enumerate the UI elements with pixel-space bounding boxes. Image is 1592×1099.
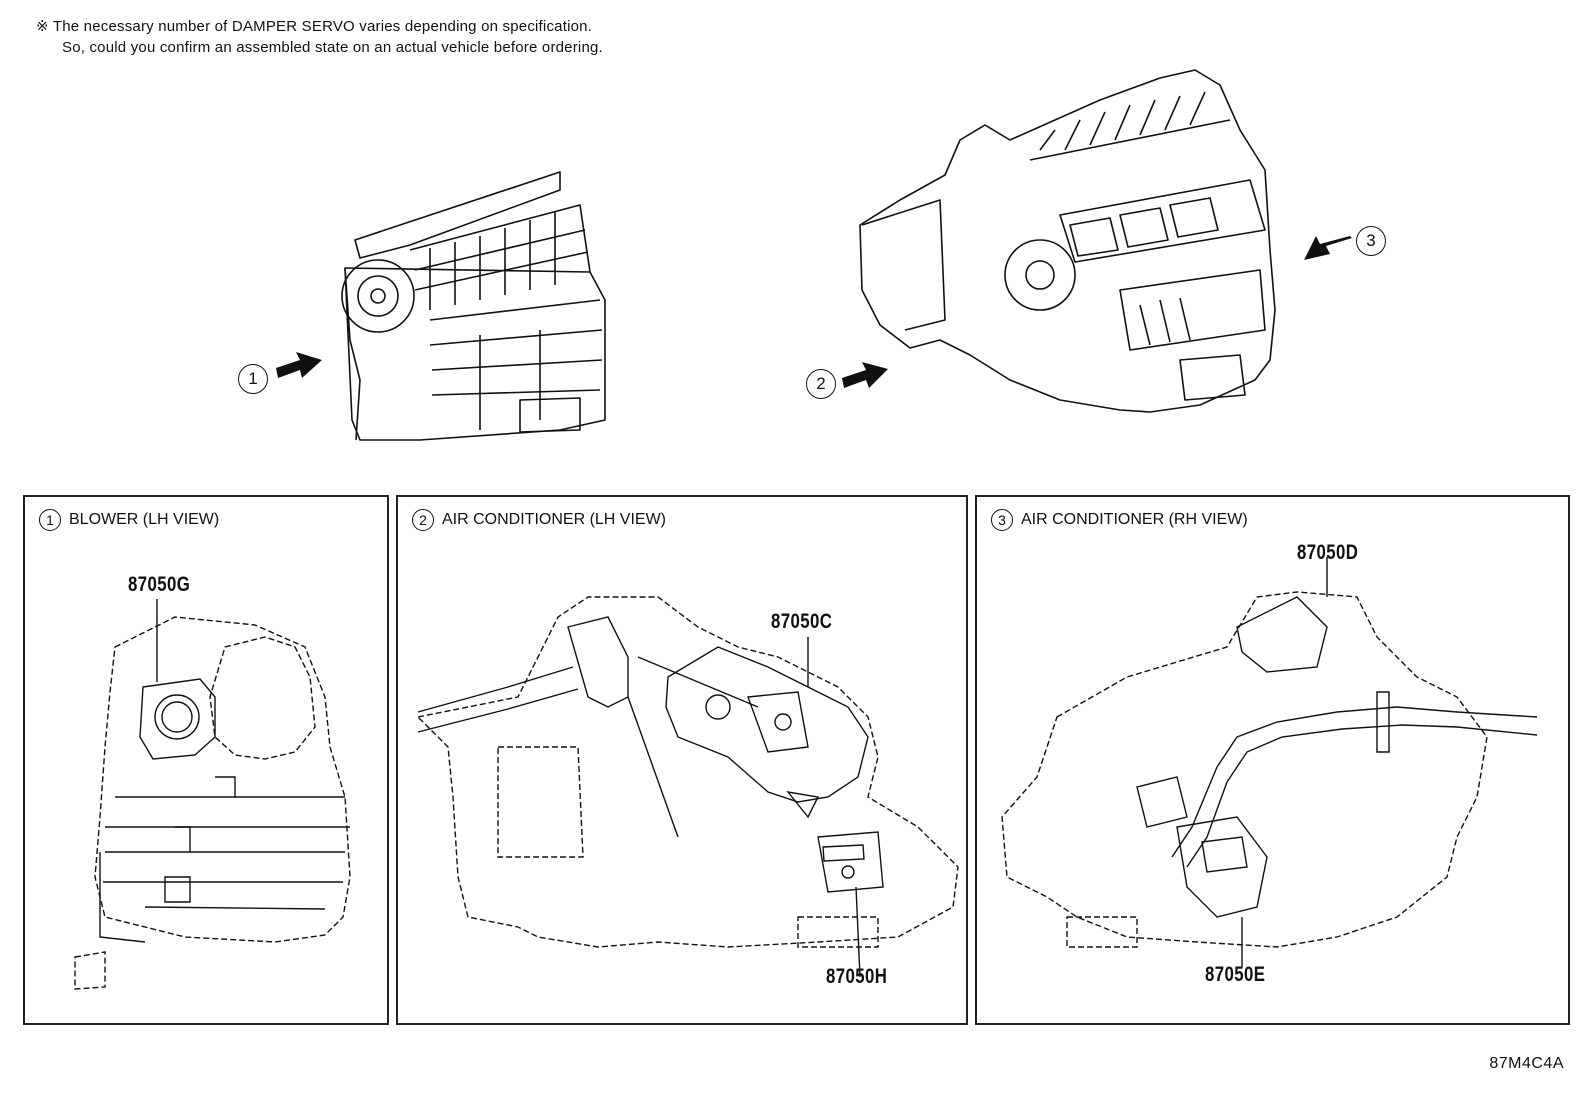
part-label-87050H: 87050H	[826, 965, 888, 988]
blower-unit-drawing	[341, 171, 606, 441]
callout-1: 1	[238, 364, 268, 394]
callout-3: 3	[1356, 226, 1386, 256]
figure-code: 87M4C4A	[1489, 1055, 1564, 1072]
panel-2-number: 2	[412, 509, 434, 531]
panel-3-label: AIR CONDITIONER (RH VIEW)	[1021, 511, 1248, 528]
part-label-87050D: 87050D	[1297, 541, 1359, 564]
panel-blower-lh-view: 1 BLOWER (LH VIEW) 87050G	[23, 495, 389, 1025]
callout-2: 2	[806, 369, 836, 399]
panel-air-conditioner-rh-view: 3 AIR CONDITIONER (RH VIEW) 87050D 87050…	[975, 495, 1570, 1025]
panel-1-number: 1	[39, 509, 61, 531]
ac-lh-detail-drawing	[416, 596, 959, 978]
panel-air-conditioner-lh-view: 2 AIR CONDITIONER (LH VIEW) 87050C 87050…	[396, 495, 968, 1025]
part-label-87050C: 87050C	[771, 610, 833, 633]
part-label-87050G: 87050G	[128, 573, 191, 596]
arrow-1	[276, 352, 322, 378]
panel-1-title: 1 BLOWER (LH VIEW)	[39, 509, 219, 531]
part-label-87050E: 87050E	[1205, 963, 1266, 986]
note-line-2: So, could you confirm an assembled state…	[62, 39, 603, 56]
panel-2-title: 2 AIR CONDITIONER (LH VIEW)	[412, 509, 666, 531]
view-arrows	[276, 236, 1352, 388]
specification-note: ※ The necessary number of DAMPER SERVO v…	[36, 16, 603, 58]
blower-detail-drawing	[74, 599, 351, 990]
panel-3-title: 3 AIR CONDITIONER (RH VIEW)	[991, 509, 1248, 531]
arrow-2	[842, 362, 888, 388]
note-line-1: ※ The necessary number of DAMPER SERVO v…	[36, 18, 593, 35]
panel-3-number: 3	[991, 509, 1013, 531]
air-conditioner-unit-drawing	[859, 69, 1276, 413]
ac-rh-detail-drawing	[1001, 557, 1538, 967]
panel-1-label: BLOWER (LH VIEW)	[69, 511, 220, 528]
panel-2-label: AIR CONDITIONER (LH VIEW)	[442, 511, 667, 528]
arrow-3	[1304, 236, 1352, 260]
